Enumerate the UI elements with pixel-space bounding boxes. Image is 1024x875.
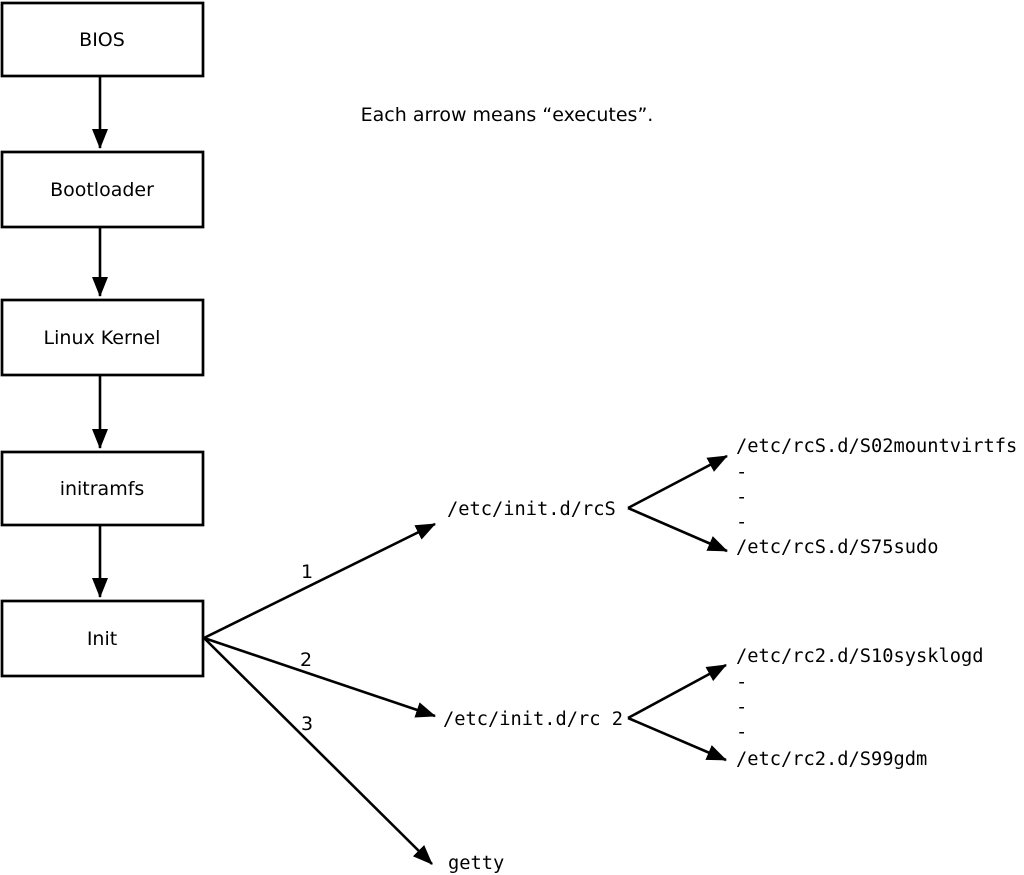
- label-rc2-child-s10sysklogd: /etc/rc2.d/S10sysklogd: [736, 646, 984, 667]
- label-rcs-child-ellipsis-1: -: [736, 462, 747, 483]
- executes-note: Each arrow means “executes”.: [361, 104, 654, 126]
- node-label-initramfs: initramfs: [60, 478, 145, 500]
- arrow-rcs-to-s75sudo: [627, 506, 728, 553]
- arrow-rc2-to-s99gdm: [627, 716, 727, 762]
- arrow-rcs-to-s02mountvirtfs: [627, 454, 728, 510]
- label-rcs-child-ellipsis-2: -: [736, 487, 747, 508]
- label-rcs-child-ellipsis-3: -: [736, 512, 747, 533]
- label-etc-init-d-rcs: /etc/init.d/rcS: [447, 499, 616, 520]
- edge-number-3: 3: [301, 713, 313, 735]
- node-box-initramfs: [0, 450, 205, 527]
- node-box-linux-kernel: [0, 298, 205, 377]
- label-rc2-child-ellipsis-2: -: [736, 697, 747, 718]
- label-rc2-child-s99gdm: /etc/rc2.d/S99gdm: [736, 749, 927, 770]
- label-rc2-child-ellipsis-1: -: [736, 672, 747, 693]
- node-label-init: Init: [87, 628, 117, 650]
- arrow-init-to-getty: [203, 637, 433, 865]
- node-box-init: [0, 599, 205, 678]
- node-label-linux-kernel: Linux Kernel: [44, 327, 161, 349]
- label-getty: getty: [448, 853, 504, 874]
- label-etc-init-d-rc2: /etc/init.d/rc 2: [443, 709, 623, 730]
- edge-number-1: 1: [301, 561, 313, 583]
- node-label-bios: BIOS: [79, 29, 125, 51]
- arrow-init-to-rcs: [203, 522, 436, 640]
- label-rcs-child-s75sudo: /etc/rcS.d/S75sudo: [736, 537, 939, 558]
- arrow-rc2-to-s10sysklogd: [627, 663, 727, 720]
- label-rcs-child-s02mountvirtfs: /etc/rcS.d/S02mountvirtfs: [736, 436, 1017, 457]
- edge-number-2: 2: [300, 649, 312, 671]
- node-box-bootloader: [0, 150, 205, 229]
- label-rc2-child-ellipsis-3: -: [736, 722, 747, 743]
- node-box-bios: [0, 1, 205, 78]
- arrow-init-to-rc2: [203, 636, 436, 718]
- node-label-bootloader: Bootloader: [50, 179, 154, 201]
